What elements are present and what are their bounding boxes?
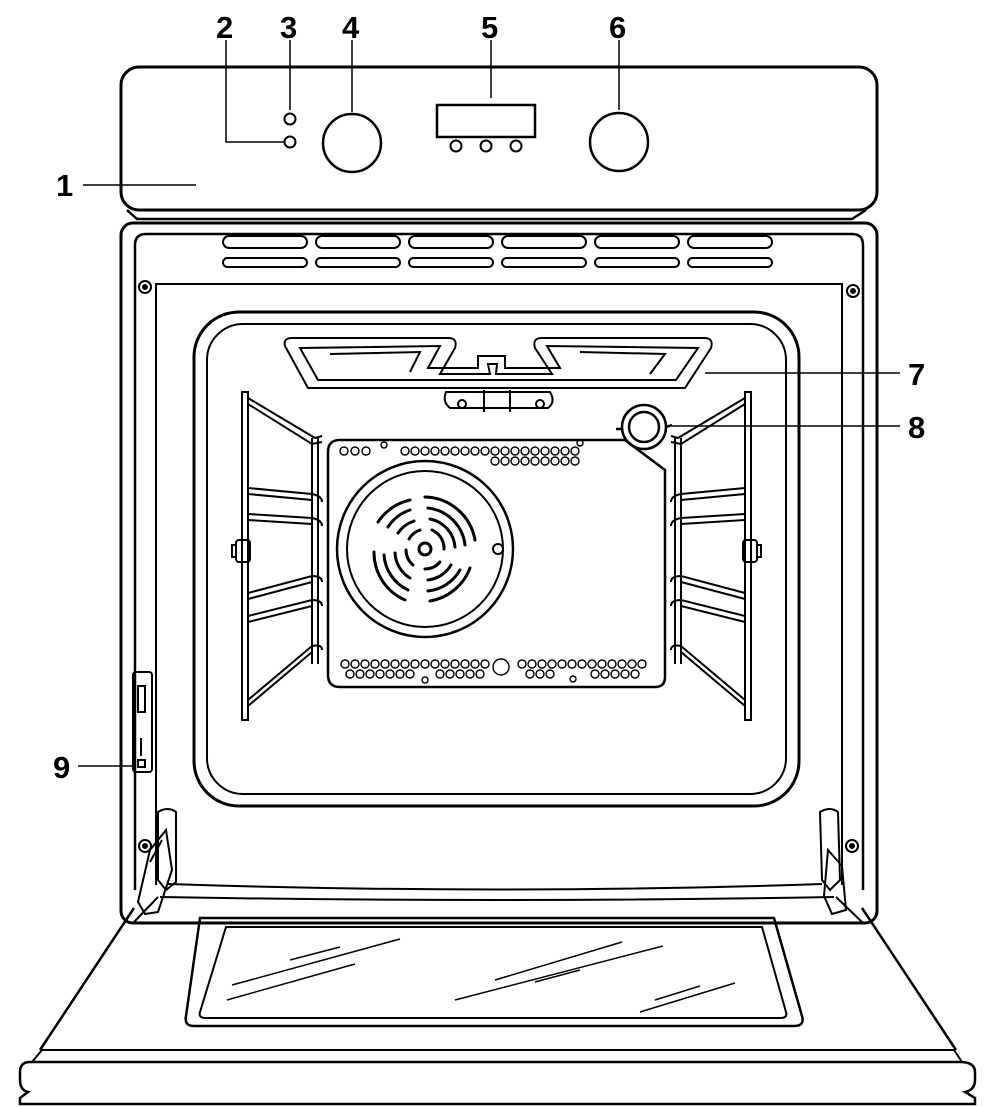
- door-hinges: [136, 808, 848, 916]
- oven-body: [119, 221, 879, 925]
- timer-display: [435, 103, 537, 139]
- callout-labels: 1 2 3 4 5 6 7 8 9: [53, 10, 925, 785]
- back-panel-holes: [339, 439, 647, 684]
- oven-door: [18, 883, 977, 1106]
- thermostat-knob[interactable]: [588, 111, 650, 173]
- oven-cavity: [192, 310, 801, 808]
- callout-2: 2: [216, 10, 233, 45]
- indicator-light-2: [283, 135, 297, 149]
- leader-lines: [78, 40, 900, 767]
- screws: [138, 280, 860, 853]
- glass-reflection-lines: [226, 938, 736, 1013]
- door-switch: [132, 671, 153, 773]
- oven-lamp: [616, 403, 673, 451]
- left-shelf-rack: [231, 391, 323, 721]
- callout-8: 8: [908, 410, 925, 445]
- callout-7: 7: [908, 357, 925, 392]
- control-panel: [119, 65, 879, 221]
- door-glass: [184, 916, 804, 1028]
- callout-5: 5: [481, 10, 498, 45]
- back-panel: [326, 438, 667, 689]
- selector-knob[interactable]: [321, 112, 383, 174]
- timer-button-3[interactable]: [509, 139, 523, 153]
- callout-9: 9: [53, 750, 70, 785]
- callout-6: 6: [609, 10, 626, 45]
- timer-button-2[interactable]: [479, 139, 493, 153]
- right-shelf-rack: [670, 391, 762, 721]
- convection-fan: [335, 459, 515, 639]
- callout-4: 4: [342, 10, 360, 45]
- callout-1: 1: [56, 168, 73, 203]
- timer-button-1[interactable]: [449, 139, 463, 153]
- vent-slots: [222, 235, 773, 268]
- grill-heating-element: [283, 337, 713, 412]
- indicator-light-3: [283, 112, 297, 126]
- callout-3: 3: [280, 10, 297, 45]
